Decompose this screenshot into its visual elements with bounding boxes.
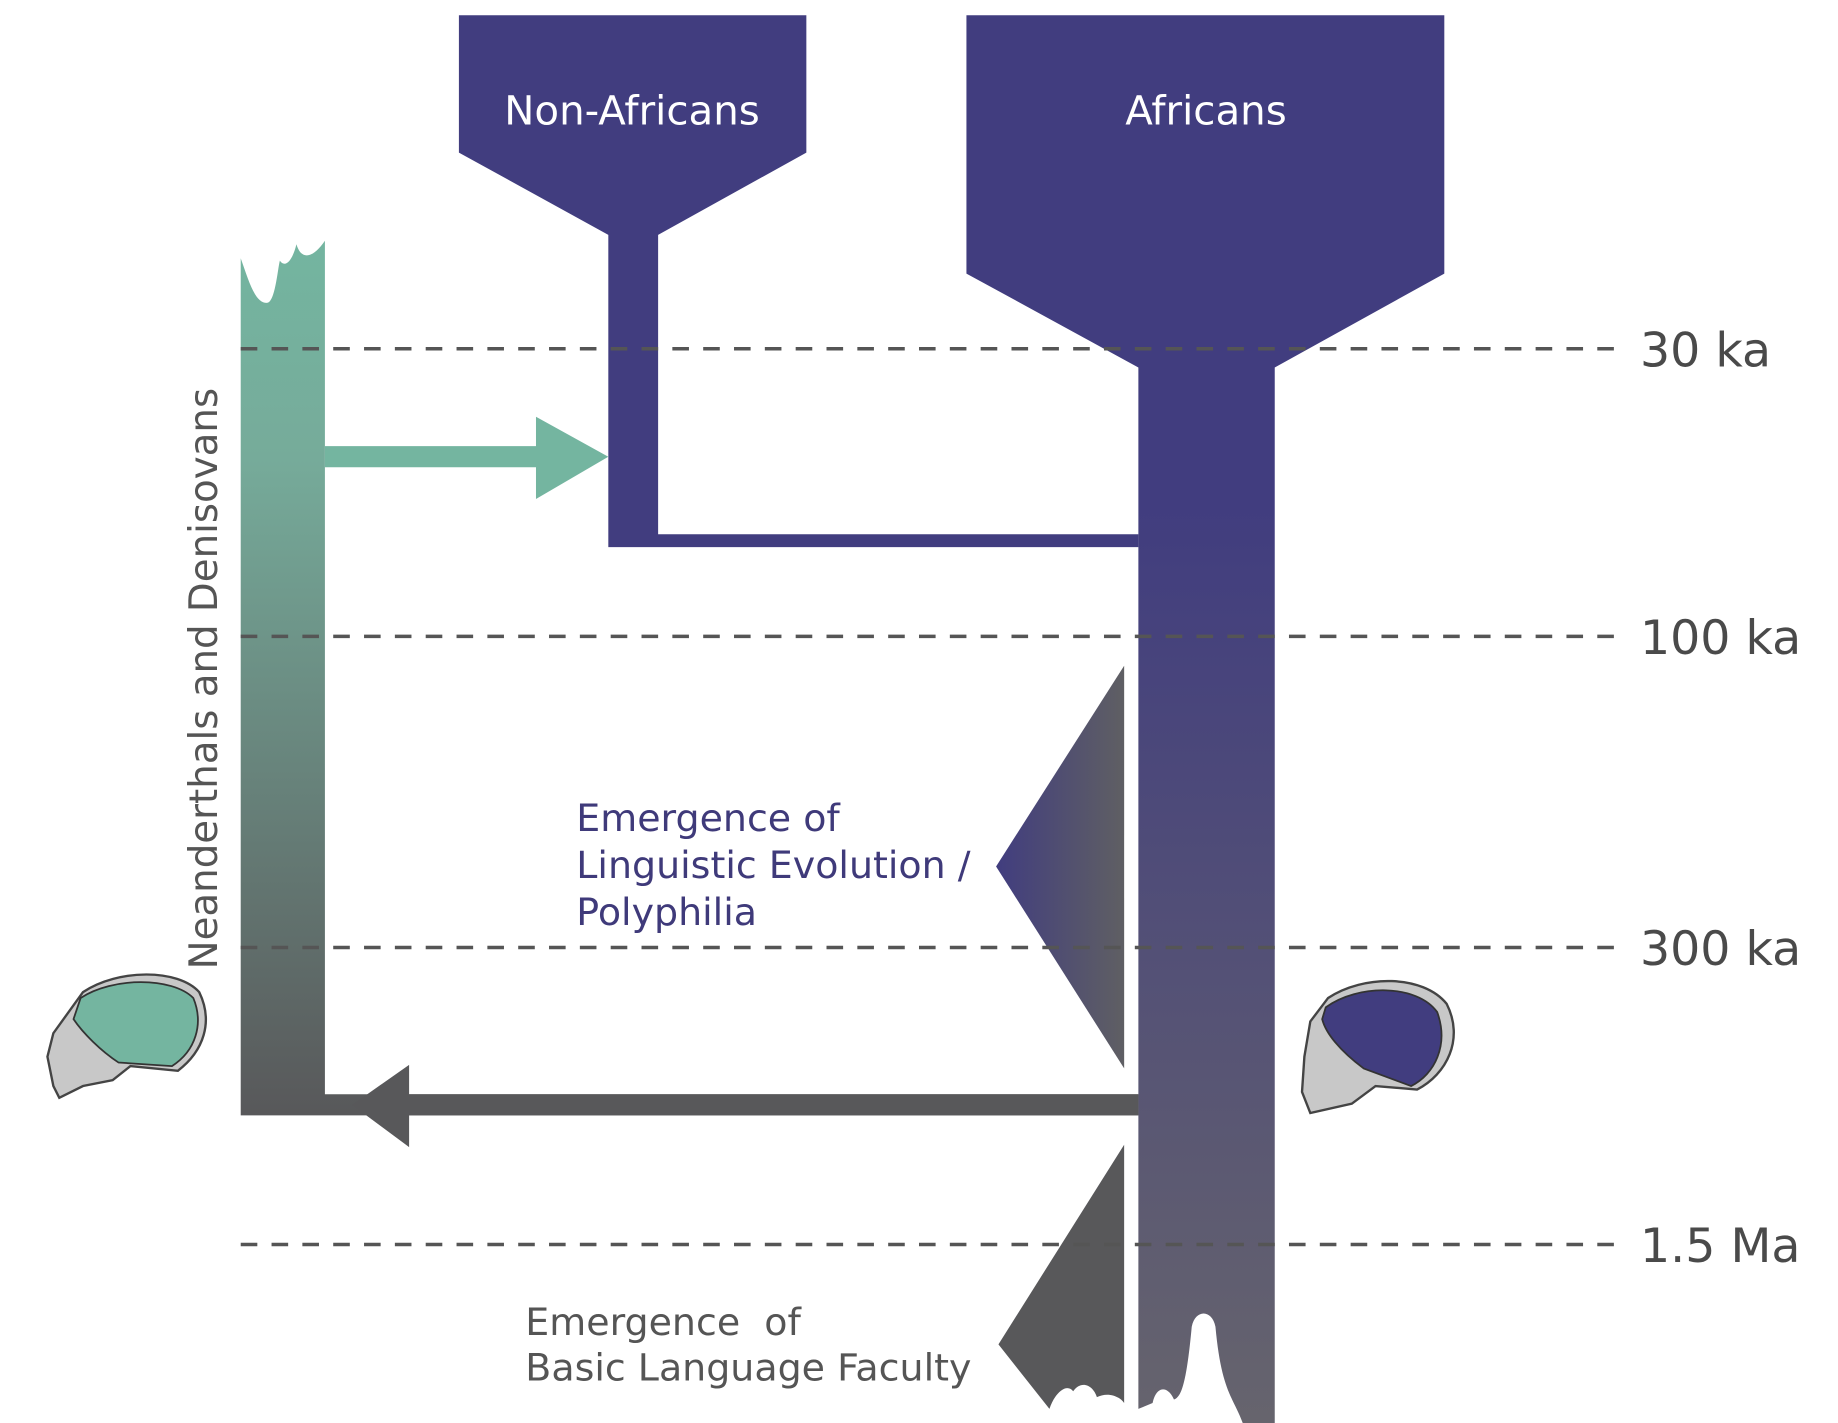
annotation-line: Emergence of	[525, 1300, 802, 1344]
annotation-line: Basic Language Faculty	[525, 1346, 971, 1390]
annotation-line: Linguistic Evolution /	[576, 843, 970, 887]
non-africans-lineage: Non-Africans	[458, 15, 1139, 548]
timeline	[240, 346, 1625, 1247]
archaic-lineage: Neanderthals and Denisovans	[182, 240, 1139, 1116]
non-africans-label: Non-Africans	[504, 89, 760, 135]
modern-to-archaic-arrow	[352, 1064, 1139, 1148]
modern-human-skull-icon	[1300, 979, 1455, 1115]
basic-language-annotation: Emergence of Basic Language Faculty	[525, 1300, 971, 1390]
timeline-label: 1.5 Ma	[1640, 1219, 1800, 1274]
timeline-label: 30 ka	[1640, 324, 1771, 379]
linguistic-evolution-wedge	[996, 665, 1125, 1069]
africans-label: Africans	[1125, 89, 1287, 135]
africans-lineage: Africans	[966, 15, 1445, 1423]
annotation-line: Polyphilia	[576, 890, 757, 934]
archaic-to-nonafrican-arrow	[324, 416, 609, 499]
timeline-label: 300 ka	[1640, 922, 1801, 977]
annotation-line: Emergence of	[576, 796, 841, 840]
basic-language-wedge	[998, 1144, 1125, 1409]
neanderthal-skull-icon	[46, 973, 207, 1100]
linguistic-evolution-annotation: Emergence of Linguistic Evolution / Poly…	[576, 796, 970, 934]
archaic-label: Neanderthals and Denisovans	[182, 388, 227, 969]
timeline-label: 100 ka	[1640, 611, 1801, 666]
